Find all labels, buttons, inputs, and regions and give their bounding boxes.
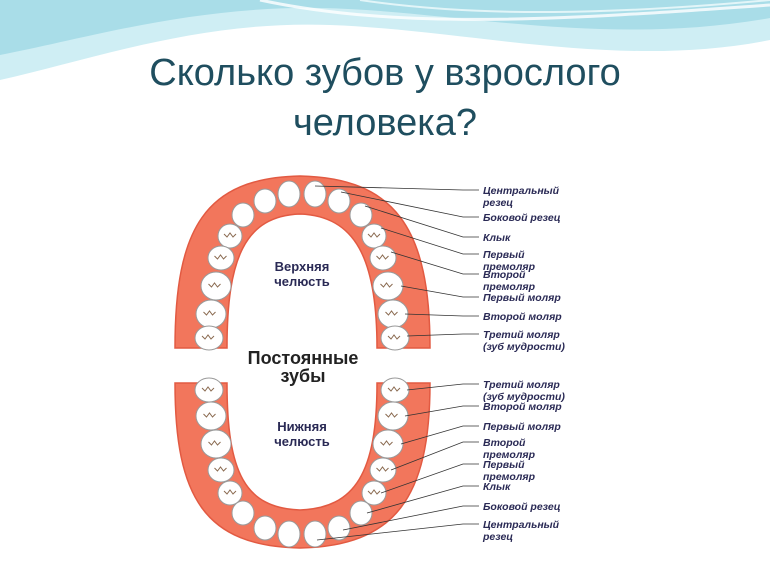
upper-leader-line-6 [400, 285, 479, 298]
lower-tooth-left-8 [277, 520, 301, 548]
slide-title-line-1: Сколько зубов у взрослого [149, 52, 621, 94]
lower-tooth-left-1 [194, 377, 224, 403]
upper-tooth-left-8 [194, 325, 224, 351]
upper-label-5-line-2: премоляр [483, 281, 536, 293]
upper-leader-line-8 [406, 333, 479, 337]
lower-tooth-left-6 [231, 500, 255, 526]
upper-tooth-right-5 [369, 245, 397, 271]
header-wave-decoration [0, 0, 770, 80]
lower-leader-line-2 [404, 405, 479, 417]
lower-tooth-right-8 [303, 520, 327, 548]
lower-leader-line-6 [366, 485, 479, 514]
upper-tooth-left-7 [195, 299, 227, 329]
upper-tooth-left-5 [207, 245, 235, 271]
lower-tooth-right-6 [349, 500, 373, 526]
lower-label-5-line-2: премоляр [483, 471, 536, 483]
upper-tooth-left-2 [253, 188, 277, 214]
upper-tooth-right-4 [361, 223, 387, 249]
upper-leader-line-7 [404, 313, 479, 317]
lower-jaw-label-line-1: Нижняя [277, 419, 327, 434]
upper-tooth-left-1 [277, 180, 301, 208]
lower-tooth-right-2 [377, 401, 409, 431]
lower-tooth-right-4 [369, 457, 397, 483]
lower-tooth-left-7 [253, 515, 277, 541]
upper-jaw-label-line-2: челюсть [274, 274, 330, 289]
upper-label-5-line-1: Второй [483, 269, 526, 281]
upper-tooth-left-3 [231, 202, 255, 228]
upper-tooth-right-7 [377, 299, 409, 329]
upper-leader-line-3 [364, 205, 479, 238]
upper-leader-line-5 [390, 251, 479, 275]
upper-label-8-line-2: (зуб мудрости) [483, 341, 565, 353]
upper-tooth-left-6 [200, 271, 232, 301]
upper-leader-line-1 [314, 185, 479, 191]
upper-tooth-right-6 [372, 271, 404, 301]
lower-leader-line-8 [316, 523, 479, 541]
lower-tooth-left-3 [200, 429, 232, 459]
upper-tooth-left-4 [217, 223, 243, 249]
slide-title: Сколько зубов у взрослого человека? [0, 48, 770, 148]
upper-label-8-line-1: Третий моляр [483, 329, 560, 341]
lower-tooth-left-4 [207, 457, 235, 483]
lower-label-4-line-1: Второй [483, 437, 526, 449]
lower-tooth-right-7 [327, 515, 351, 541]
lower-leader-line-7 [342, 505, 479, 531]
lower-leader-line-5 [380, 463, 479, 494]
lower-label-7-line-1: Боковой резец [483, 501, 561, 513]
lower-label-2-line-1: Второй моляр [483, 401, 562, 413]
lower-tooth-right-5 [361, 480, 387, 506]
upper-label-4-line-2: премоляр [483, 261, 536, 273]
leader-lines [314, 185, 479, 541]
upper-label-2-line-1: Боковой резец [483, 212, 561, 224]
upper-label-1-line-1: Центральный [483, 185, 560, 197]
upper-label-4-line-1: Первый [483, 249, 525, 261]
teeth-diagram-svg: Верхняя челюсть Постоянные зубы Нижняя ч… [174, 175, 565, 549]
upper-label-3-line-1: Клык [483, 232, 511, 244]
lower-leader-line-1 [406, 383, 479, 391]
lower-leader-line-4 [390, 441, 479, 471]
upper-tooth-right-3 [349, 202, 373, 228]
lower-label-8-line-2: резец [482, 531, 513, 543]
teeth-layer [194, 180, 410, 548]
lower-tooth-right-3 [372, 429, 404, 459]
teeth-diagram: Верхняя челюсть Постоянные зубы Нижняя ч… [145, 168, 635, 563]
lower-label-5-line-1: Первый [483, 459, 525, 471]
lower-leader-line-3 [400, 425, 479, 445]
lower-tooth-right-1 [380, 377, 410, 403]
upper-label-7-line-1: Второй моляр [483, 311, 562, 323]
lower-jaw-label-line-2: челюсть [274, 434, 330, 449]
lower-label-1-line-1: Третий моляр [483, 379, 560, 391]
center-label-line-2: зубы [281, 366, 326, 386]
upper-tooth-right-2 [327, 188, 351, 214]
lower-label-4-line-2: премоляр [483, 449, 536, 461]
upper-tooth-right-1 [303, 180, 327, 208]
lower-label-8-line-1: Центральный [483, 519, 560, 531]
slide-title-line-2: человека? [292, 102, 478, 144]
upper-tooth-right-8 [380, 325, 410, 351]
upper-label-6-line-1: Первый моляр [483, 292, 561, 304]
lower-label-3-line-1: Первый моляр [483, 421, 561, 433]
center-label-line-1: Постоянные [248, 348, 359, 368]
lower-tooth-left-5 [217, 480, 243, 506]
lower-tooth-left-2 [195, 401, 227, 431]
lower-label-6-line-1: Клык [483, 481, 511, 493]
upper-jaw-label-line-1: Верхняя [275, 259, 330, 274]
upper-label-1-line-2: резец [482, 197, 513, 209]
upper-leader-line-2 [340, 191, 479, 218]
lower-label-1-line-2: (зуб мудрости) [483, 391, 565, 403]
upper-leader-line-4 [380, 227, 479, 255]
